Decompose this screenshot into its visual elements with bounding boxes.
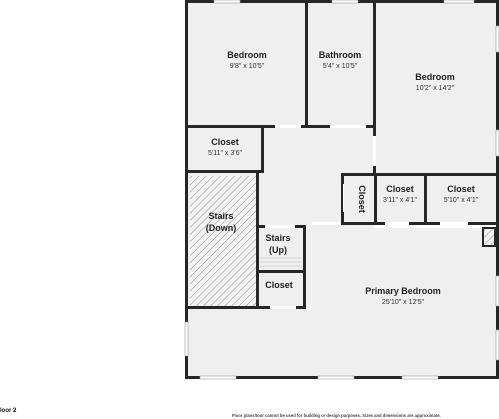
stairs-up-line1: Stairs: [265, 233, 290, 243]
bedroom-ne-name: Bedroom: [415, 72, 455, 82]
closet-e-name: Closet: [447, 184, 475, 194]
closet-s-name: Closet: [265, 280, 293, 290]
bedroom-nw-dims: 9'8" x 10'5": [230, 63, 265, 70]
stairs-up-line2: (Up): [269, 245, 287, 255]
closet-e-dims: 5'10" x 4'1": [444, 197, 479, 204]
bedroom-ne-dims: 10'2" x 14'2": [416, 85, 455, 92]
primary-bedroom-name: Primary Bedroom: [365, 286, 441, 296]
stairs-up-treads: [260, 257, 302, 267]
primary-bedroom-dims: 25'10" x 12'5": [382, 299, 425, 306]
closet-mid-dims: 3'11" x 4'1": [383, 197, 417, 204]
windows: [184, 0, 499, 380]
room-labels: Bedroom 9'8" x 10'5" Bathroom 5'4" x 10'…: [206, 50, 479, 306]
floor-label: loor 2: [0, 408, 17, 414]
bathroom-name: Bathroom: [319, 50, 362, 60]
stairs-down-line2: (Down): [206, 223, 237, 233]
stairs-down-hatch: [190, 176, 256, 306]
bathroom-dims: 5'4" x 10'5": [323, 63, 358, 70]
disclaimer-text: Floor plans/tour cannot be used for buil…: [232, 413, 441, 418]
closet-v-name: Closet: [357, 185, 367, 213]
small-hatched-box: [482, 227, 496, 247]
closet-w-name: Closet: [211, 137, 239, 147]
stairs-down-line1: Stairs: [208, 211, 233, 221]
bedroom-nw-name: Bedroom: [227, 50, 267, 60]
closet-mid-name: Closet: [386, 184, 414, 194]
closet-w-dims: 5'11" x 3'6": [208, 150, 242, 157]
door-openings: [265, 125, 468, 309]
